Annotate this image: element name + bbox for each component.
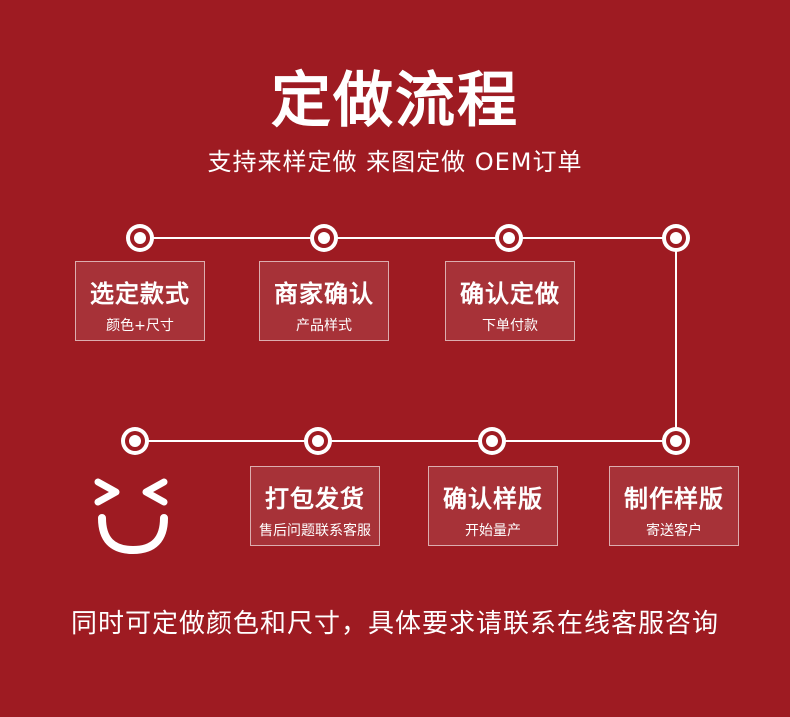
page-title: 定做流程 [271,66,519,136]
flow-node-3 [495,224,523,252]
footer-note: 同时可定做颜色和尺寸，具体要求请联系在线客服咨询 [70,609,719,639]
step-make-sample: 制作样版 寄送客户 [609,466,739,546]
step-title: 制作样版 [624,485,724,513]
flow-node-6 [478,427,506,455]
step-pack-ship: 打包发货 售后问题联系客服 [250,466,380,546]
flow-node-2 [310,224,338,252]
step-subtitle: 寄送客户 [646,523,702,539]
smiley-icon [94,478,168,555]
step-title: 选定款式 [90,280,190,308]
step-subtitle: 开始量产 [465,523,521,539]
step-confirm-sample: 确认样版 开始量产 [428,466,558,546]
step-title: 商家确认 [274,280,374,308]
step-subtitle: 售后问题联系客服 [259,523,371,539]
step-title: 确认样版 [443,485,543,513]
flow-node-7 [304,427,332,455]
step-title: 确认定做 [460,280,560,308]
step-title: 打包发货 [265,485,365,513]
page-subtitle: 支持来样定做 来图定做 OEM订单 [207,148,583,176]
step-subtitle: 颜色+尺寸 [106,318,174,334]
flow-node-4 [662,224,690,252]
step-subtitle: 下单付款 [482,318,538,334]
flow-node-8 [121,427,149,455]
step-merchant-confirm: 商家确认 产品样式 [259,261,389,341]
flow-node-1 [126,224,154,252]
step-select-style: 选定款式 颜色+尺寸 [75,261,205,341]
flow-node-5 [662,427,690,455]
step-subtitle: 产品样式 [296,318,352,334]
step-confirm-order: 确认定做 下单付款 [445,261,575,341]
